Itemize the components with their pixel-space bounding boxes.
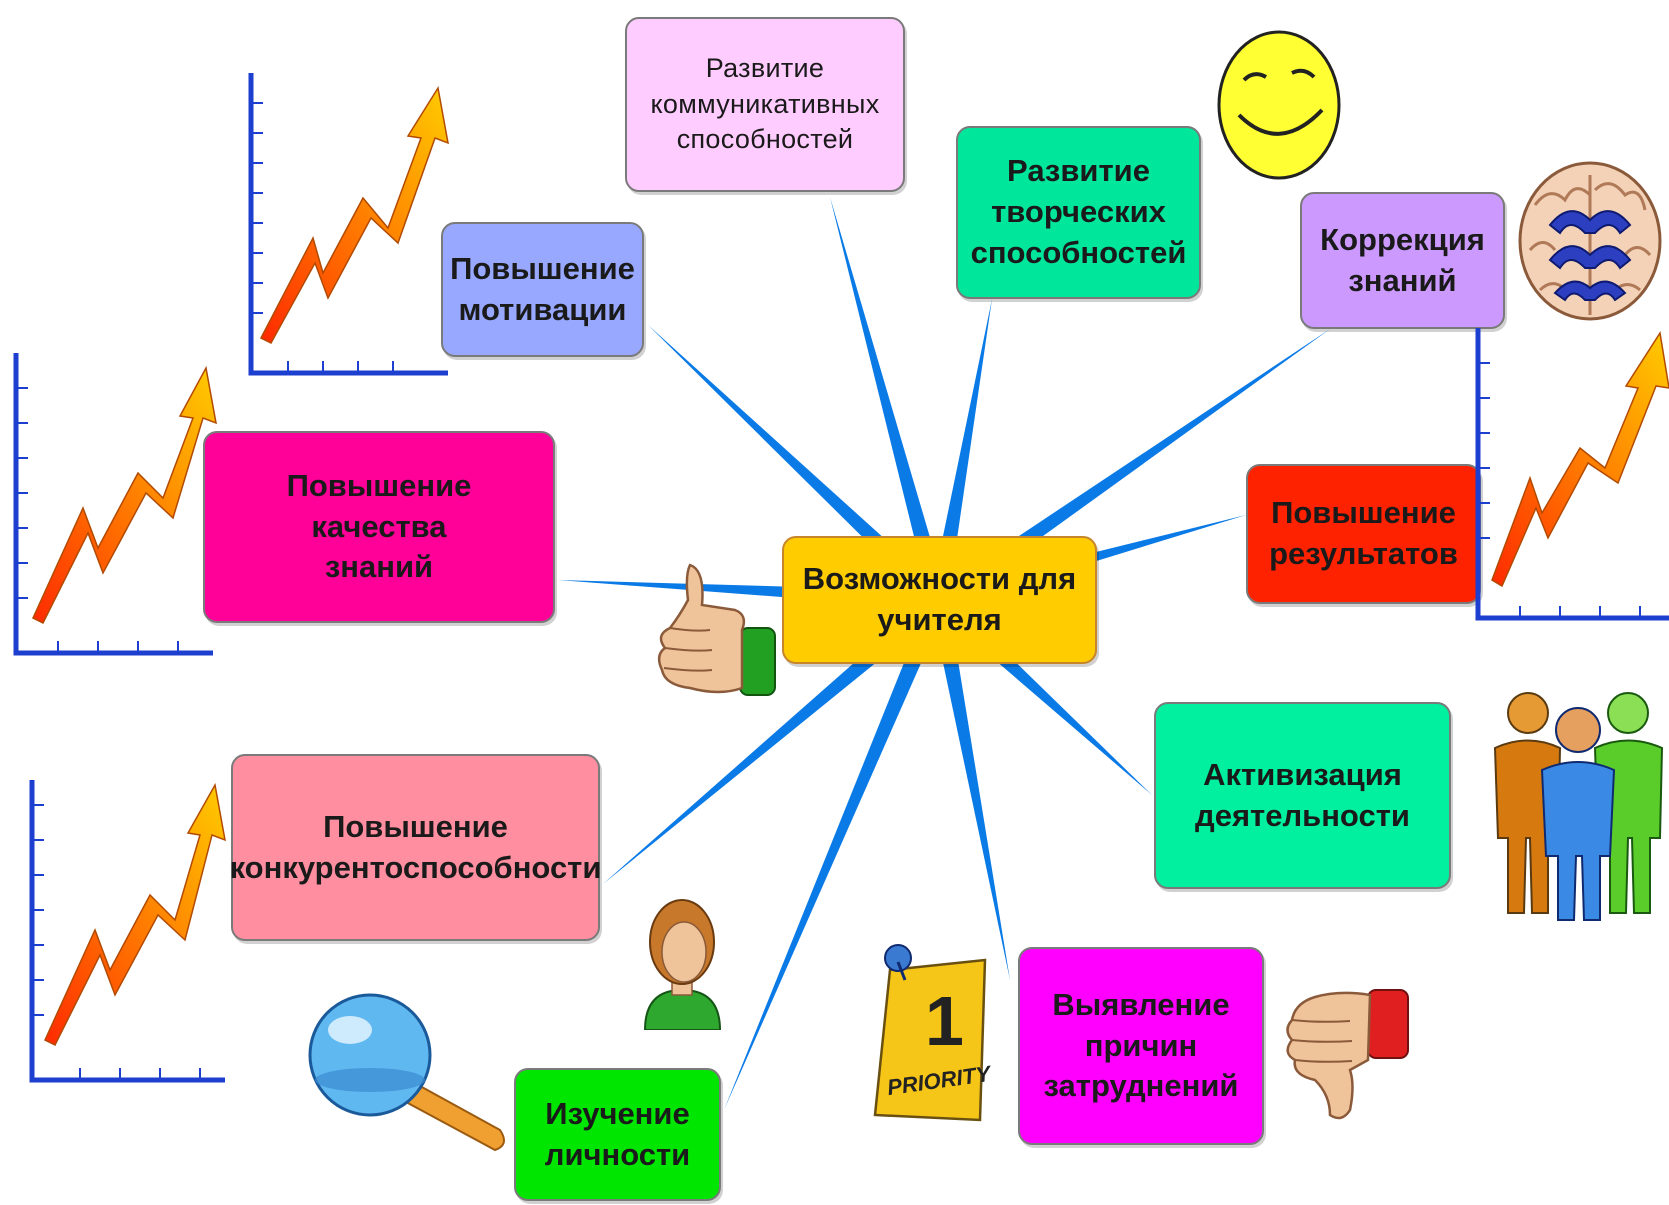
node-creative[interactable]: Развитие творческих способностей bbox=[956, 126, 1201, 299]
node-personality[interactable]: Изучение личности bbox=[514, 1068, 721, 1201]
node-knowledge-quality[interactable]: Повышение качества знаний bbox=[203, 431, 555, 623]
node-difficulties[interactable]: Выявление причин затруднений bbox=[1018, 947, 1264, 1145]
brain-icon bbox=[1518, 161, 1662, 321]
person-icon bbox=[643, 899, 722, 1030]
node-motivation[interactable]: Повышение мотивации bbox=[441, 222, 644, 357]
magnifier-icon bbox=[308, 993, 505, 1152]
priority-number: 1 bbox=[925, 982, 964, 1060]
node-activation[interactable]: Активизация деятельности bbox=[1154, 702, 1451, 889]
connector-communication bbox=[830, 197, 948, 603]
people-icon bbox=[1493, 692, 1664, 921]
connector-difficulties bbox=[930, 598, 1010, 980]
node-correction[interactable]: Коррекция знаний bbox=[1300, 192, 1505, 329]
smiley-icon bbox=[1217, 30, 1341, 180]
node-communication[interactable]: Развитие коммуникативных способностей bbox=[625, 17, 905, 192]
node-results[interactable]: Повышение результатов bbox=[1246, 464, 1481, 604]
central-node[interactable]: Возможности для учителя bbox=[782, 536, 1097, 664]
node-competitiveness[interactable]: Повышение конкурентоспособности bbox=[230, 754, 601, 941]
connector-personality bbox=[724, 596, 948, 1110]
growth-chart-icon bbox=[13, 353, 217, 656]
connector-creative bbox=[930, 299, 992, 602]
thumbs-up-icon bbox=[657, 563, 776, 696]
growth-chart-icon bbox=[29, 780, 226, 1083]
growth-chart-icon bbox=[1475, 328, 1669, 621]
priority-note-icon: 1 PRIORITY bbox=[873, 944, 994, 1122]
growth-chart-icon bbox=[248, 73, 449, 376]
connector-competitiveness bbox=[603, 593, 945, 884]
thumbs-down-icon bbox=[1286, 989, 1409, 1120]
